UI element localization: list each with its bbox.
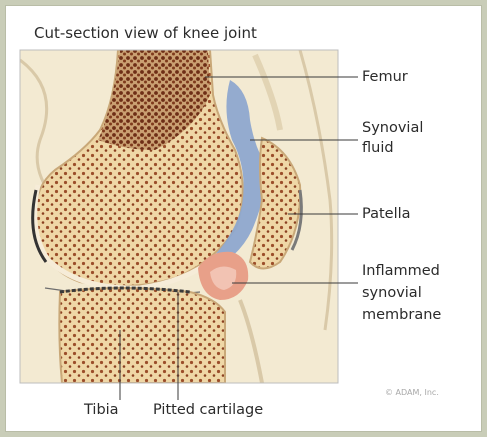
label-tibia: Tibia xyxy=(84,400,119,420)
label-synovial-fluid-1: Synovial xyxy=(362,118,423,138)
label-pitted-cartilage: Pitted cartilage xyxy=(153,400,263,420)
label-inflamed-2: synovial xyxy=(362,283,422,303)
label-inflamed-3: membrane xyxy=(362,305,441,325)
label-synovial-fluid-2: fluid xyxy=(362,138,394,158)
tibia-bone xyxy=(59,288,225,383)
label-inflamed-1: Inflammed xyxy=(362,261,440,281)
label-femur: Femur xyxy=(362,67,408,87)
label-patella: Patella xyxy=(362,204,411,224)
diagram-title: Cut-section view of knee joint xyxy=(34,24,257,42)
copyright-notice: © ADAM, Inc. xyxy=(385,388,439,397)
